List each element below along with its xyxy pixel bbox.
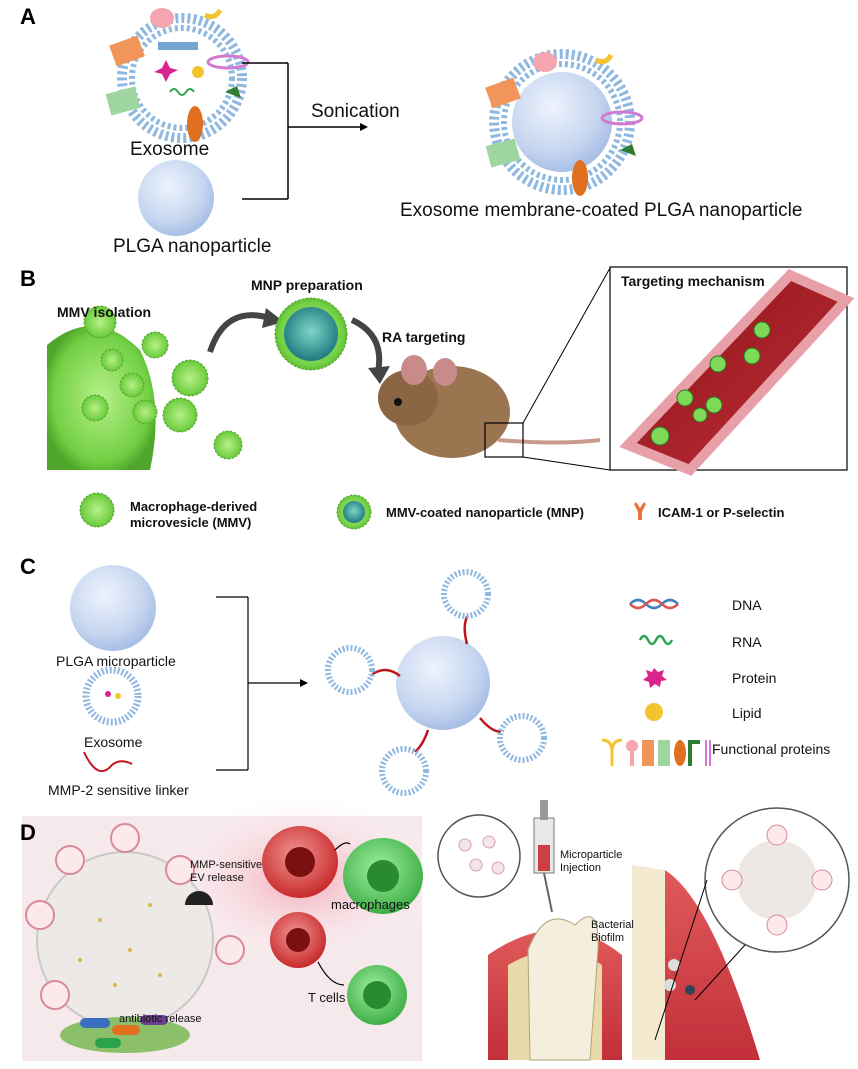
panel-c-legend-lipid-icon xyxy=(645,703,663,721)
panel-c-linker-label: MMP-2 sensitive linker xyxy=(48,782,189,798)
panel-b-mnp-preparation: MNP preparation xyxy=(251,277,363,293)
panel-d-t-cells-label: T cells xyxy=(308,990,346,1005)
panel-d-ev-release-line1: MMP-sensitive xyxy=(190,859,263,871)
panel-a-plga-label: PLGA nanoparticle xyxy=(113,236,272,257)
panel-c-legend-lipid: Lipid xyxy=(732,705,762,721)
panel-letter-a: A xyxy=(20,4,36,29)
panel-b-arrow-1 xyxy=(207,312,271,353)
panel-c-conjugate xyxy=(325,569,547,796)
panel-c-legend-functional: Functional proteins xyxy=(712,741,831,757)
panel-b-mnp xyxy=(274,297,348,371)
panel-d-biofilm-line1: Bacterial xyxy=(591,919,634,931)
panel-c-legend-rna: RNA xyxy=(732,634,762,650)
panel-a-sonication-label: Sonication xyxy=(311,101,400,122)
panel-b-ra-targeting: RA targeting xyxy=(382,329,466,345)
panel-c-legend-functional-icons xyxy=(601,738,711,766)
panel-b-arrow-2-head xyxy=(368,366,390,384)
panel-d-injection-line1: Microparticle xyxy=(560,849,623,861)
panel-d-macrophage-green xyxy=(343,838,423,914)
panel-b-arrow-2 xyxy=(350,317,383,373)
panel-d-zoom-circle-right xyxy=(654,807,850,1041)
panel-d-bacteria xyxy=(60,1015,190,1053)
panel-c-legend-dna: DNA xyxy=(732,597,762,613)
panel-letter-c: C xyxy=(20,554,36,579)
panel-d-microparticle xyxy=(25,823,245,1029)
panel-a-exosome xyxy=(105,8,250,143)
panel-b-blood-vessel xyxy=(619,268,855,476)
panel-d-zoom-circle-left xyxy=(437,814,521,898)
panel-b-legend-receptor: ICAM-1 or P-selectin xyxy=(658,505,785,520)
panel-d-ev-release-line2: EV release xyxy=(190,872,244,884)
panel-b-legend-mnp: MMV-coated nanoparticle (MNP) xyxy=(386,505,584,520)
panel-d-t-cell-green xyxy=(347,965,407,1025)
panel-d-macrophages-label: macrophages xyxy=(331,897,410,912)
panel-b-legend-mmv-line2: microvesicle (MMV) xyxy=(130,515,252,530)
panel-b-mmv-cluster xyxy=(81,305,243,460)
panel-c-plga-microparticle xyxy=(70,565,156,651)
panel-d-biofilm-line2: Biofilm xyxy=(591,932,625,944)
panel-d-tooth-left xyxy=(488,916,622,1061)
panel-d-antibiotic-label: antibiotic release xyxy=(119,1013,202,1025)
panel-b-legend-mmv-icon xyxy=(79,492,115,528)
panel-b-mmv-isolation: MMV isolation xyxy=(57,304,152,320)
panel-c-bracket xyxy=(216,596,308,771)
panel-b-legend-mmv: Macrophage-derived microvesicle (MMV) xyxy=(130,499,257,531)
panel-letter-b: B xyxy=(20,266,36,291)
panel-b-zoom-box xyxy=(484,422,524,458)
panel-a-result-label: Exosome membrane-coated PLGA nanoparticl… xyxy=(400,200,803,221)
panel-c-legend-protein: Protein xyxy=(732,670,777,686)
panel-b-mouse xyxy=(378,355,601,458)
panel-c-exosome xyxy=(82,666,142,726)
panel-c-legend-dna-icon xyxy=(629,598,679,610)
panel-d-arrow-2 xyxy=(317,961,345,986)
panel-a-coated-nanoparticle xyxy=(485,49,644,196)
panel-d-injection: Microparticle Injection xyxy=(560,849,622,875)
panel-a-plga-nanoparticle xyxy=(138,160,214,236)
panel-c-legend-protein-icon xyxy=(643,668,667,688)
panel-d-syringe xyxy=(533,800,555,913)
panel-a-bracket xyxy=(242,62,368,200)
panel-b-legend-mnp-icon xyxy=(336,494,372,530)
panel-b-legend-receptor-icon xyxy=(634,502,646,520)
panel-d-tooth-right xyxy=(632,865,760,1060)
panel-d-ev-release: MMP-sensitive EV release xyxy=(190,859,262,885)
panel-c-linker-icon xyxy=(83,751,133,773)
panel-c-exosome-label: Exosome xyxy=(84,734,143,750)
panel-d-biofilm: Bacterial Biofilm xyxy=(591,919,634,945)
panel-b-legend-mmv-line1: Macrophage-derived xyxy=(130,499,258,514)
panel-d-macrophage xyxy=(262,826,338,898)
panel-letter-d: D xyxy=(20,820,36,845)
panel-c-legend-rna-icon xyxy=(638,634,674,646)
panel-d-injection-line2: Injection xyxy=(560,862,601,874)
panel-c-plga-label: PLGA microparticle xyxy=(56,653,176,669)
panel-b-targeting-mechanism: Targeting mechanism xyxy=(621,273,765,289)
panel-a-exosome-label: Exosome xyxy=(130,139,210,160)
panel-d-t-cell xyxy=(270,912,326,968)
panel-d-arrow-1 xyxy=(334,842,351,851)
